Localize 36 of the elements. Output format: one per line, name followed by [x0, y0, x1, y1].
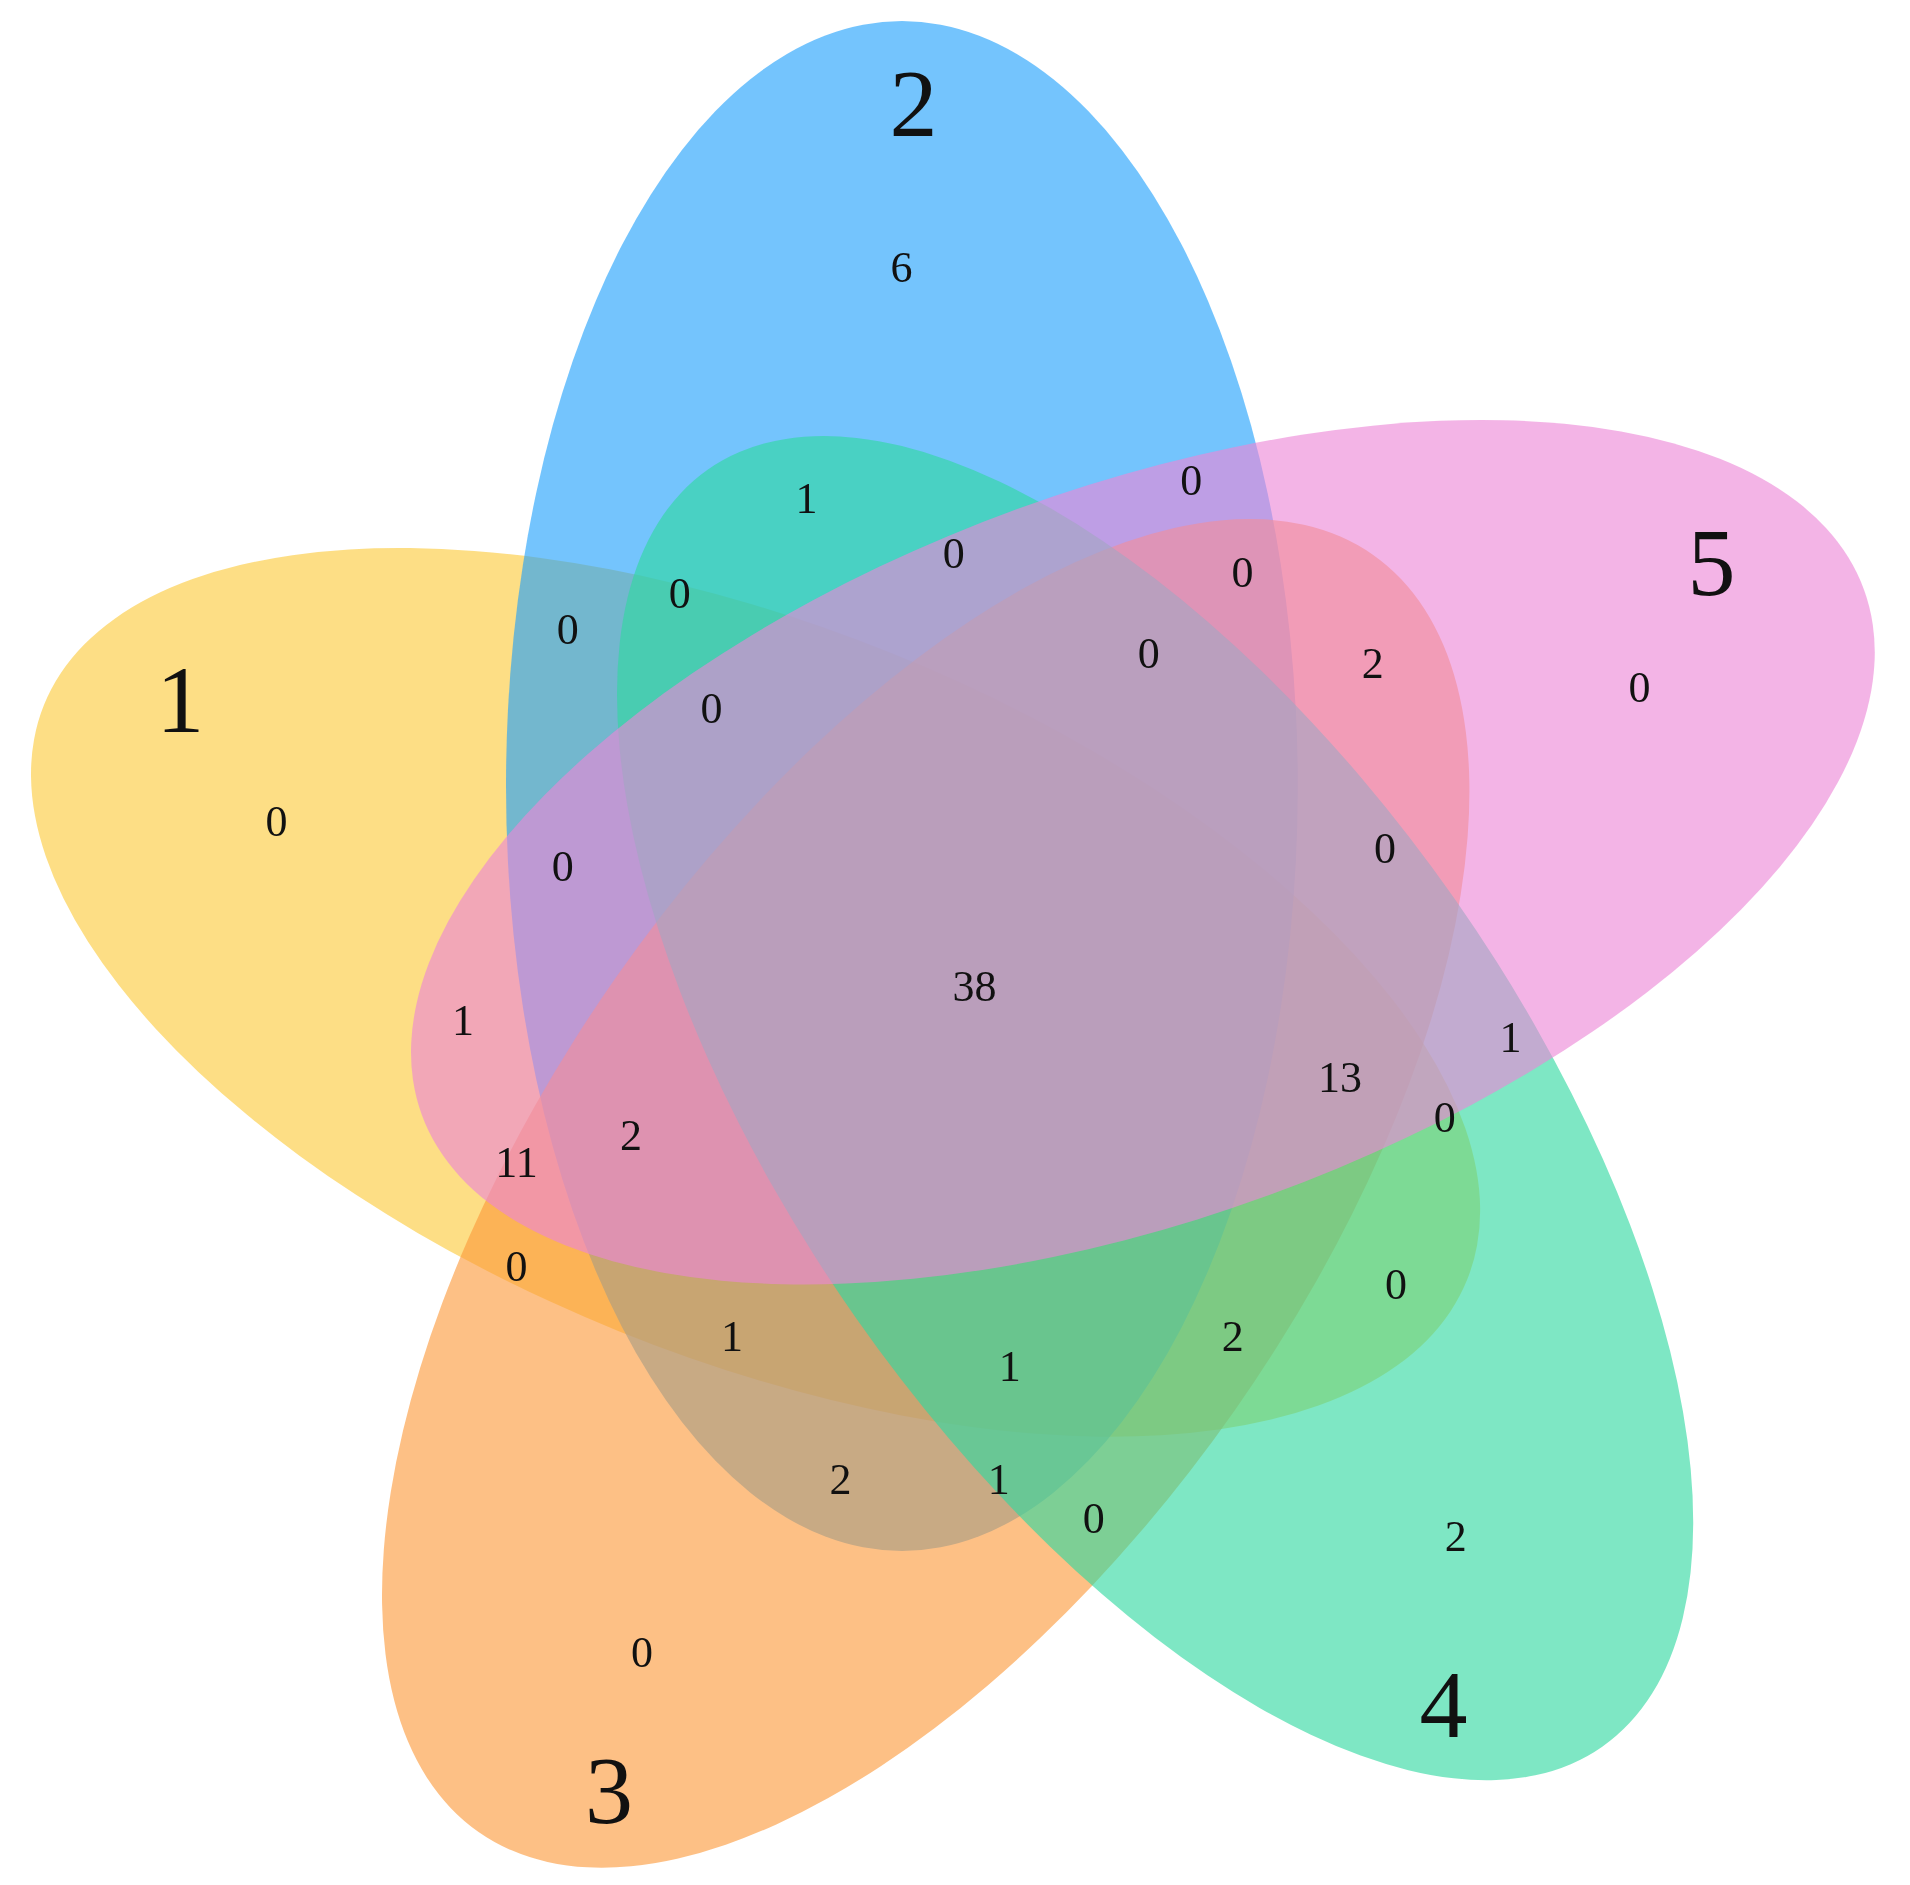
- region-count: 2: [1221, 1315, 1244, 1360]
- set-label: 1: [156, 652, 205, 749]
- region-count: 38: [952, 964, 997, 1009]
- region-count: 1: [795, 477, 818, 522]
- region-count: 1: [987, 1458, 1010, 1502]
- region-count: 1: [998, 1344, 1021, 1389]
- region-count: 1: [1499, 1015, 1522, 1060]
- region-count: 0: [942, 532, 965, 577]
- region-count: 0: [1231, 550, 1254, 595]
- region-count: 0: [1137, 632, 1160, 677]
- region-count: 0: [668, 572, 691, 617]
- region-count: 0: [551, 845, 574, 890]
- set-label: 5: [1687, 514, 1736, 611]
- set-label: 2: [889, 55, 938, 152]
- region-count: 2: [1444, 1515, 1467, 1560]
- region-count: 0: [1374, 827, 1396, 871]
- set-label: 4: [1419, 1657, 1468, 1754]
- region-count: 0: [1433, 1096, 1456, 1141]
- region-count: 0: [556, 607, 579, 652]
- region-count: 13: [1317, 1056, 1362, 1100]
- region-count: 0: [1628, 666, 1651, 711]
- region-count: 11: [495, 1141, 538, 1186]
- region-count: 0: [630, 1630, 653, 1675]
- region-count: 2: [619, 1114, 642, 1159]
- region-count: 0: [1180, 459, 1203, 504]
- region-count: 1: [451, 998, 474, 1043]
- region-count: 0: [700, 686, 723, 731]
- region-count: 6: [890, 246, 913, 290]
- set-label: 3: [585, 1742, 634, 1839]
- region-count: 1: [721, 1315, 744, 1360]
- region-count: 2: [1361, 641, 1384, 686]
- region-count: 0: [265, 800, 288, 845]
- region-count: 2: [829, 1458, 852, 1502]
- region-count: 0: [505, 1244, 528, 1289]
- region-count: 0: [1082, 1497, 1105, 1541]
- region-count: 0: [1384, 1263, 1407, 1308]
